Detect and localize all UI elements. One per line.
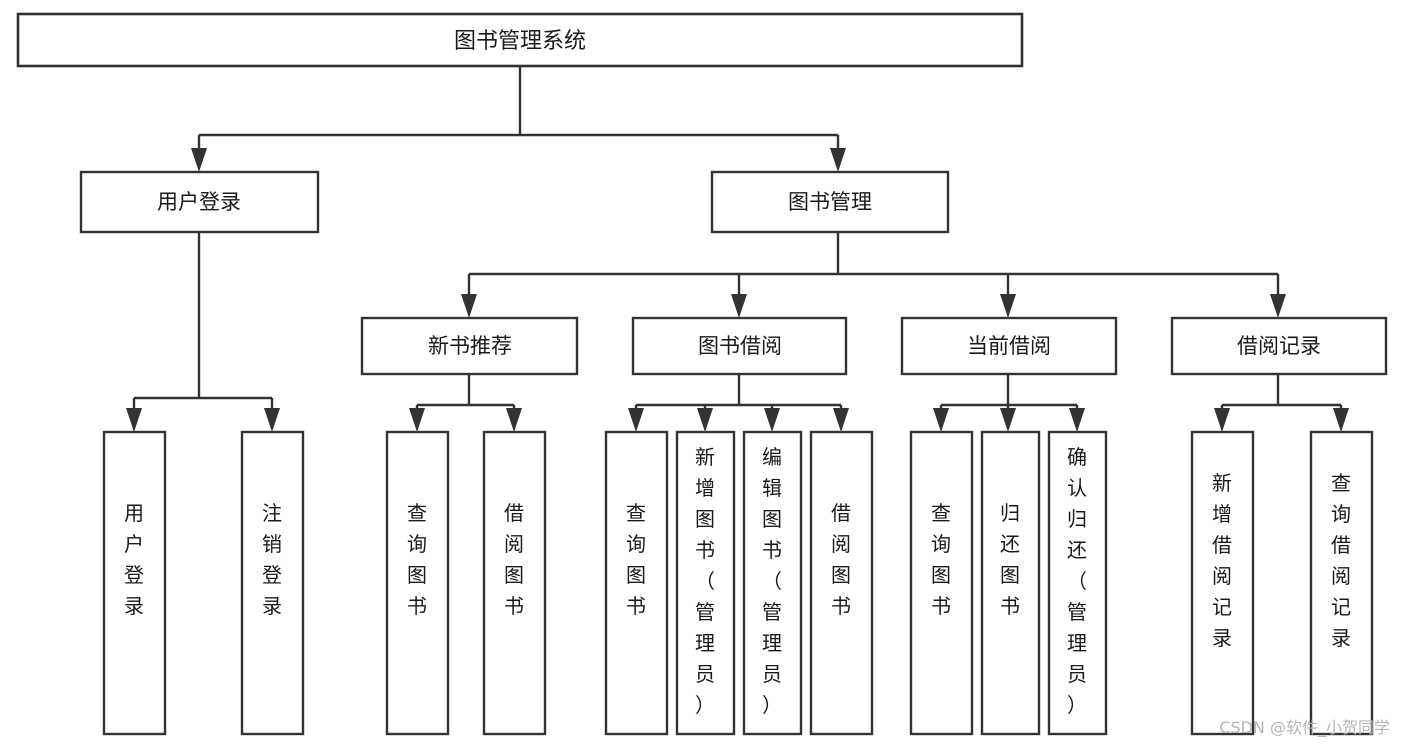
node-user-login[interactable]: 用户登录 xyxy=(79,170,320,234)
leaf-node-logout[interactable]: 注销登录 xyxy=(240,430,305,736)
arrowhead-leaf-add-record xyxy=(1214,408,1230,432)
leaf-node-add-book[interactable]: 新增图书（管理员） xyxy=(675,430,736,736)
arrowhead-leaf-edit-book xyxy=(764,408,780,432)
arrowhead-leaf-borrow-book-b xyxy=(833,408,849,432)
node-user-login-box xyxy=(79,170,320,234)
csdn-watermark: CSDN @软件_小贺同学 xyxy=(1219,718,1390,738)
node-new-book-recommend-box xyxy=(360,316,579,376)
connector-root-trunk xyxy=(197,66,840,160)
connectors-layer xyxy=(126,66,1349,432)
leaf-node-query-book-current-box xyxy=(909,430,974,736)
leaf-node-confirm-return-label: 确认归还（管理员） xyxy=(1067,445,1087,717)
arrowhead-to-current-borrow xyxy=(1000,294,1016,318)
arrowhead-leaf-query-book-c xyxy=(933,408,949,432)
leaf-node-borrow-book-borrow[interactable]: 借阅图书 xyxy=(809,430,874,736)
node-new-book-recommend[interactable]: 新书推荐 xyxy=(360,316,579,376)
leaf-node-edit-book-box xyxy=(742,430,803,736)
leaf-node-query-book-recommend-label: 查询图书 xyxy=(407,501,427,618)
leaf-node-add-borrow-record-label: 新增借阅记录 xyxy=(1212,471,1232,650)
node-borrow-record-box xyxy=(1170,316,1388,376)
connector-book-management-trunk xyxy=(467,232,1280,298)
node-root[interactable]: 图书管理系统 xyxy=(16,12,1024,68)
leaf-node-query-borrow-record-label: 查询借阅记录 xyxy=(1331,471,1351,650)
arrowhead-leaf-confirm-return xyxy=(1069,408,1085,432)
arrowhead-leaf-add-book xyxy=(697,408,713,432)
node-user-login-label: 用户登录 xyxy=(157,190,241,214)
arrowhead-leaf-user-login xyxy=(126,408,142,432)
leaf-node-edit-book-label: 编辑图书（管理员） xyxy=(762,445,782,717)
connector-user-login-trunk xyxy=(132,232,274,418)
leaf-node-borrow-book-recommend-box xyxy=(482,430,547,736)
arrowhead-leaf-borrow-book-a xyxy=(506,408,522,432)
leaf-node-add-borrow-record[interactable]: 新增借阅记录 xyxy=(1190,430,1255,736)
arrowhead-to-new-book-recommend xyxy=(461,294,477,318)
leaf-node-user-login-label: 用户登录 xyxy=(124,501,144,618)
node-book-management-box xyxy=(710,170,950,234)
node-book-borrow[interactable]: 图书借阅 xyxy=(631,316,848,376)
leaf-node-confirm-return[interactable]: 确认归还（管理员） xyxy=(1047,430,1108,736)
node-current-borrow[interactable]: 当前借阅 xyxy=(900,316,1118,376)
leaf-node-query-book-borrow-label: 查询图书 xyxy=(626,501,646,618)
leaf-node-return-book-label: 归还图书 xyxy=(1000,501,1020,618)
leaf-node-borrow-book-borrow-box xyxy=(809,430,874,736)
arrowhead-to-borrow-record xyxy=(1270,294,1286,318)
leaf-node-add-book-label: 新增图书（管理员） xyxy=(695,445,715,717)
node-book-management[interactable]: 图书管理 xyxy=(710,170,950,234)
leaf-node-borrow-book-recommend-label: 借阅图书 xyxy=(504,501,524,618)
arrowhead-leaf-query-record xyxy=(1333,408,1349,432)
leaf-node-return-book-box xyxy=(980,430,1041,736)
leaf-node-return-book[interactable]: 归还图书 xyxy=(980,430,1041,736)
leaf-node-query-borrow-record[interactable]: 查询借阅记录 xyxy=(1309,430,1374,736)
leaf-node-user-login-box xyxy=(102,430,167,736)
leaf-node-query-book-borrow[interactable]: 查询图书 xyxy=(604,430,669,736)
node-root-label: 图书管理系统 xyxy=(454,29,586,54)
leaf-node-borrow-book-borrow-label: 借阅图书 xyxy=(831,501,851,618)
node-borrow-record-label: 借阅记录 xyxy=(1237,334,1321,358)
arrowhead-to-book-management xyxy=(830,148,846,172)
arrowhead-leaf-logout xyxy=(264,408,280,432)
leaf-node-user-login[interactable]: 用户登录 xyxy=(102,430,167,736)
leaf-node-query-book-current-label: 查询图书 xyxy=(931,501,951,618)
connector-borrow-record-trunk xyxy=(1220,374,1343,418)
leaf-node-edit-book[interactable]: 编辑图书（管理员） xyxy=(742,430,803,736)
node-book-borrow-label: 图书借阅 xyxy=(698,334,782,358)
leaf-nodes-layer: 用户登录 注销登录 查询图书 借阅图书 查询图书 新增图书（管理员） 编辑图书（… xyxy=(102,430,1374,736)
arrowhead-leaf-query-book-b xyxy=(628,408,644,432)
arrowhead-to-book-borrow xyxy=(731,294,747,318)
leaf-node-query-book-recommend[interactable]: 查询图书 xyxy=(385,430,450,736)
node-book-management-label: 图书管理 xyxy=(788,190,872,214)
leaf-node-logout-box xyxy=(240,430,305,736)
leaf-node-query-book-current[interactable]: 查询图书 xyxy=(909,430,974,736)
leaf-node-query-book-borrow-box xyxy=(604,430,669,736)
leaf-node-add-borrow-record-box xyxy=(1190,430,1255,736)
connector-book-borrow-trunk xyxy=(634,374,843,418)
node-new-book-recommend-label: 新书推荐 xyxy=(428,334,512,358)
node-current-borrow-label: 当前借阅 xyxy=(967,334,1051,358)
node-borrow-record[interactable]: 借阅记录 xyxy=(1170,316,1388,376)
leaf-node-borrow-book-recommend[interactable]: 借阅图书 xyxy=(482,430,547,736)
leaf-node-add-book-box xyxy=(675,430,736,736)
leaf-node-confirm-return-box xyxy=(1047,430,1108,736)
arrowhead-leaf-query-book-a xyxy=(409,408,425,432)
node-root-box xyxy=(16,12,1024,68)
arrowhead-to-user-login xyxy=(191,148,207,172)
leaf-node-logout-label: 注销登录 xyxy=(262,501,282,618)
leaf-node-query-borrow-record-box xyxy=(1309,430,1374,736)
connector-new-book-recommend-trunk xyxy=(415,374,516,418)
leaf-node-query-book-recommend-box xyxy=(385,430,450,736)
arrowhead-leaf-return-book xyxy=(1000,408,1016,432)
node-book-borrow-box xyxy=(631,316,848,376)
node-current-borrow-box xyxy=(900,316,1118,376)
